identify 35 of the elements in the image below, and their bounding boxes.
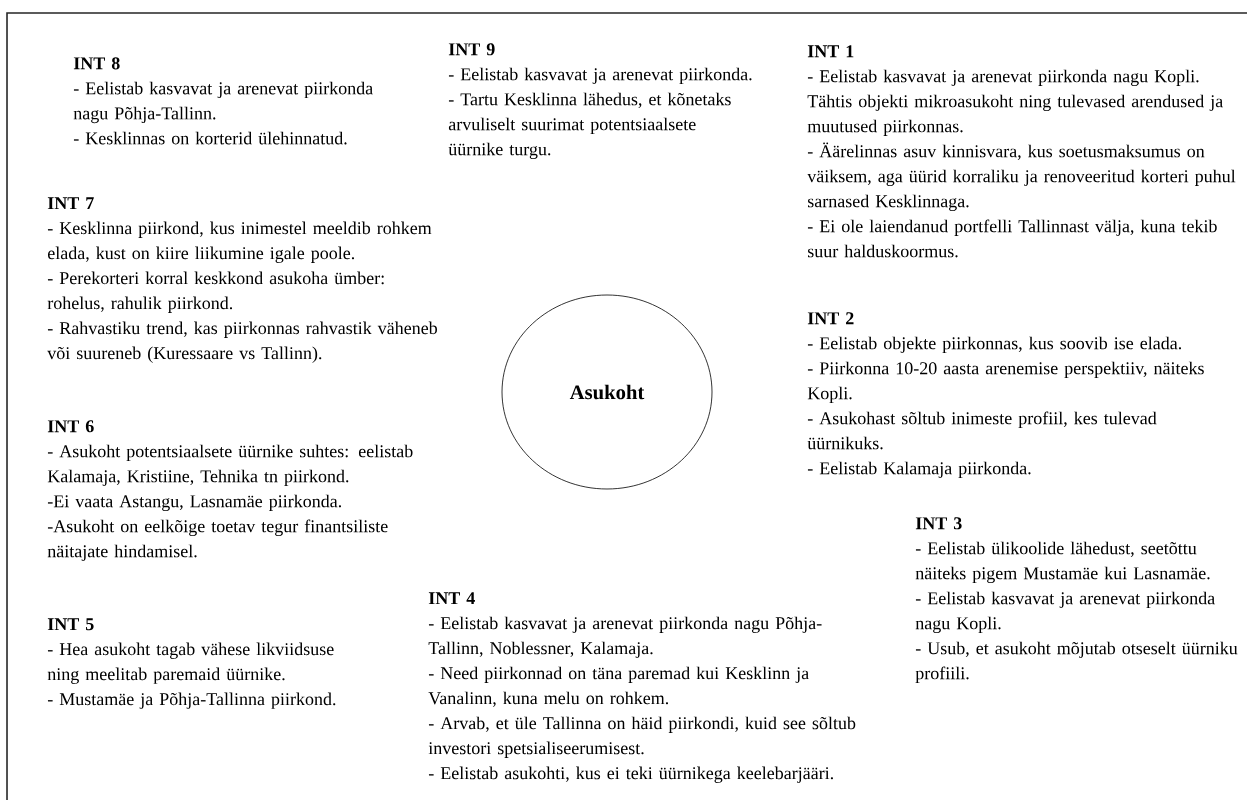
block-heading: INT 2 — [807, 312, 854, 325]
bullet-text: - Rahvastiku trend, kas piirkonnas rahvastik väheneb või suureneb (Kuressaare vs Tallinn). — [47, 321, 437, 363]
bullet-text: - Need piirkonnad on täna paremad kui Kesklinn ja Vanalinn, kuna melu on rohkem. — [428, 666, 809, 707]
block-heading: INT 9 — [448, 43, 495, 56]
bullet-text: - Hea asukoht tagab vähese likviidsuse ning meelitab paremaid üürnike. — [47, 642, 334, 684]
bullet-text: - Eelistab Kalamaja piirkonda. — [807, 461, 1031, 478]
block-heading: INT 3 — [915, 517, 962, 530]
bullet-text: - Mustamäe ja Põhja-Tallinna piirkond. — [47, 692, 336, 709]
bullet-text: - Eelistab ülikoolide lähedust, seetõttu näiteks pigem Mustamäe kui Lasnamäe. — [915, 541, 1210, 584]
bullet-text: - Asukohast sõltub inimeste profiil, kes tulevad üürnikuks. — [807, 411, 1157, 450]
bullet-text: - Piirkonna 10-20 aasta arenemise perspektiiv, näiteks Kopli. — [807, 361, 1204, 403]
bullet-text: -Asukoht on eelkõige toetav tegur finantsiliste näitajate hindamisel. — [47, 519, 388, 561]
bullet-text: - Arvab, et üle Tallinna on häid piirkondi, kuid see sõltub investori spetsialiseerumisest. — [428, 716, 856, 758]
bullet-text: - Eelistab kasvavat ja arenevat piirkonda nagu Põhja-Tallinn. — [73, 81, 373, 124]
bullet-text: -Ei vaata Astangu, Lasnamäe piirkonda. — [47, 494, 341, 512]
bullet-text: - Tartu Kesklinna lähedus, et kõnetaks arvuliselt suurimat potentsiaalsete üürnike turgu. — [448, 92, 731, 160]
bullet-text: - Ei ole laiendanud portfelli Tallinnast välja, kuna tekib suur halduskoormus. — [807, 219, 1217, 258]
bullet-text: - Usub, et asukoht mõjutab otseselt üürniku profiili. — [915, 641, 1238, 683]
bullet-text: - Äärelinnas asuv kinnisvara, kus soetusmaksumus on väiksem, aga üürid korraliku ja renoveeritud korteri puhul sarnased Kesklinnaga. — [807, 142, 1236, 212]
bullet-text: - Kesklinna piirkond, kus inimestel meeldib rohkem elada, kust on kiire liikumine igale poole. — [47, 221, 432, 263]
bullet-text: - Eelistab objekte piirkonnas, kus soovib ise elada. — [807, 336, 1182, 353]
bullet-text: - Eelistab kasvavat ja arenevat piirkonda. — [448, 67, 752, 84]
block-heading: INT 7 — [47, 197, 94, 210]
block-heading: INT 6 — [47, 420, 94, 433]
block-heading: INT 1 — [807, 45, 854, 58]
block-heading: INT 8 — [73, 57, 120, 70]
bullet-text: - Eelistab kasvavat ja arenevat piirkonda nagu Kopli. — [915, 591, 1215, 634]
bullet-text: - Eelistab asukohti, kus ei teki üürnikega keelebarjääri. — [428, 766, 833, 783]
bullet-text: - Eelistab kasvavat ja arenevat piirkonda nagu Põhja-Tallinn, Noblessner, Kalamaja. — [428, 616, 822, 658]
block-heading: INT 4 — [428, 592, 475, 605]
block-heading: INT 5 — [47, 618, 94, 631]
bullet-text: - Asukoht potentsiaalsete üürnike suhtes: eelistab Kalamaja, Kristiine, Tehnika tn piirkond. — [47, 444, 413, 486]
bullet-text: - Eelistab kasvavat ja arenevat piirkonda nagu Kopli. Tähtis objekti mikroasukoht ning tulevased arendused ja muutused piirkonnas. — [807, 69, 1223, 136]
bullet-text: - Kesklinnas on korterid ülehinnatud. — [73, 131, 347, 145]
bullet-text: - Perekorteri korral keskkond asukoha ümber: rohelus, rahulik piirkond. — [47, 271, 384, 313]
